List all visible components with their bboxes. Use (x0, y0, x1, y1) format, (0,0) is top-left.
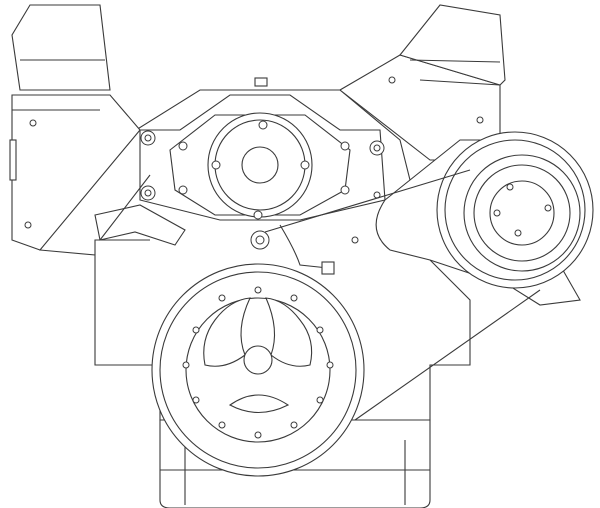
right-cylinder-head (339, 4, 506, 161)
crank-pulley-bolt-holes (182, 286, 334, 439)
crankshaft-pulley (151, 263, 365, 477)
left-cylinder-head (9, 4, 141, 251)
alternator-pulley (436, 131, 594, 289)
water-pump (139, 77, 386, 221)
sensor-fitting (254, 77, 268, 87)
drive-belt (99, 169, 541, 421)
left-head-tab (9, 139, 17, 181)
water-outlet (94, 204, 335, 275)
temp-sender (321, 261, 335, 275)
